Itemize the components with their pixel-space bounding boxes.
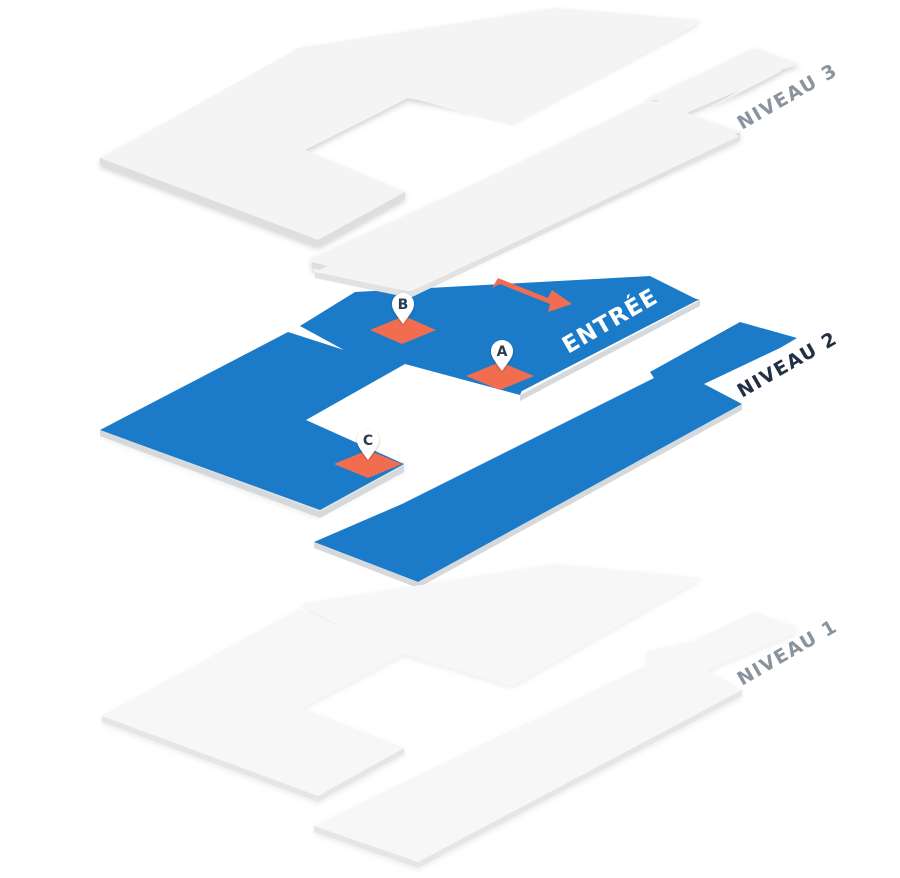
level-2-wing-right	[314, 322, 797, 582]
pin-c-label: C	[363, 433, 373, 449]
marker-c-area[interactable]	[334, 450, 402, 478]
level-2-floor[interactable]	[100, 276, 797, 588]
level-3-top-slab	[102, 10, 702, 238]
pin-a-icon	[491, 340, 513, 371]
level-1-wing-left	[102, 564, 702, 796]
pin-b[interactable]: B	[392, 293, 414, 324]
pin-a[interactable]: A	[491, 340, 513, 371]
level-1-wing-right	[314, 620, 798, 862]
entrance-arrow-icon	[492, 278, 572, 312]
level-3-overhang	[315, 110, 740, 292]
pin-a-label: A	[497, 344, 508, 360]
level-2-wing-left	[100, 276, 698, 510]
marker-a-area[interactable]	[466, 362, 534, 390]
level-1-wing-right-top	[650, 612, 798, 672]
pin-c-icon	[357, 429, 379, 460]
pin-b-icon	[392, 293, 414, 324]
marker-b-area[interactable]	[370, 316, 436, 344]
pin-b-label: B	[398, 297, 409, 313]
level-1-floor[interactable]	[102, 564, 798, 868]
pin-c[interactable]: C	[357, 429, 379, 460]
